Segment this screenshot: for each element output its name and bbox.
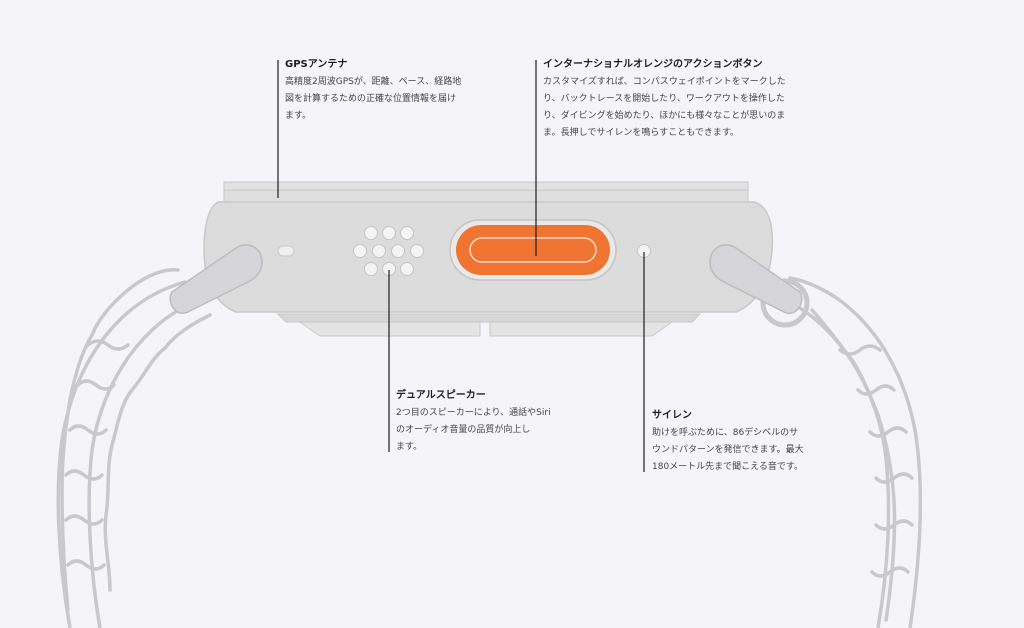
action-button xyxy=(449,219,617,281)
band-left xyxy=(56,268,212,628)
callout-text-line: 図を計算するための正確な位置情報を届け xyxy=(285,94,457,104)
callout-text-line: ウンドパターンを発信できます。最大 xyxy=(652,445,804,455)
callout-text-line: ます。 xyxy=(285,111,312,121)
callout-text-line: り、ダイビングを始めたり、ほかにも様々なことが思いのま xyxy=(543,111,786,121)
callout-text-line: 180メートル先まで聞こえる音です。 xyxy=(652,462,804,472)
callout-text-line: 助けを呼ぶために、86デシベルのサ xyxy=(652,428,799,438)
callout-text-line: ます。 xyxy=(396,442,423,452)
callout-text-line: り、バックトレースを開始したり、ワークアウトを操作した xyxy=(543,94,785,104)
callout-text-line: カスタマイズすれば、コンパスウェイポイントをマークした xyxy=(543,77,786,87)
gps-antenna-slot xyxy=(277,245,295,257)
band-lug-right xyxy=(709,244,803,315)
callout-gps-antenna: GPSアンテナ 高精度2周波GPSが、距離、ペース、経路地 図を計算するための正… xyxy=(285,58,461,125)
callout-text-line: ま。長押しでサイレンを鳴らすこともできます。 xyxy=(543,128,739,138)
band-lug-left xyxy=(169,244,263,315)
callout-text-line: 高精度2周波GPSが、距離、ペース、経路地 xyxy=(285,77,462,87)
callout-dual-speaker: デュアルスピーカー 2つ目のスピーカーにより、通話やSiri のオーディオ音量の… xyxy=(396,389,551,456)
callout-title: GPSアンテナ xyxy=(285,59,348,70)
callout-text-line: のオーディオ音量の品質が向上し xyxy=(396,425,531,435)
speaker-grille xyxy=(353,226,424,276)
callout-action-button: インターナショナルオレンジのアクションボタン カスタマイズすれば、コンパスウェイ… xyxy=(543,58,786,142)
leader-lines xyxy=(277,60,645,472)
callout-title: インターナショナルオレンジのアクションボタン xyxy=(543,59,763,70)
callout-siren: サイレン 助けを呼ぶために、86デシベルのサ ウンドパターンを発信できます。最大… xyxy=(652,409,804,476)
callout-text-line: 2つ目のスピーカーにより、通話やSiri xyxy=(396,408,551,418)
callout-title: サイレン xyxy=(652,410,692,421)
callout-title: デュアルスピーカー xyxy=(396,390,486,401)
